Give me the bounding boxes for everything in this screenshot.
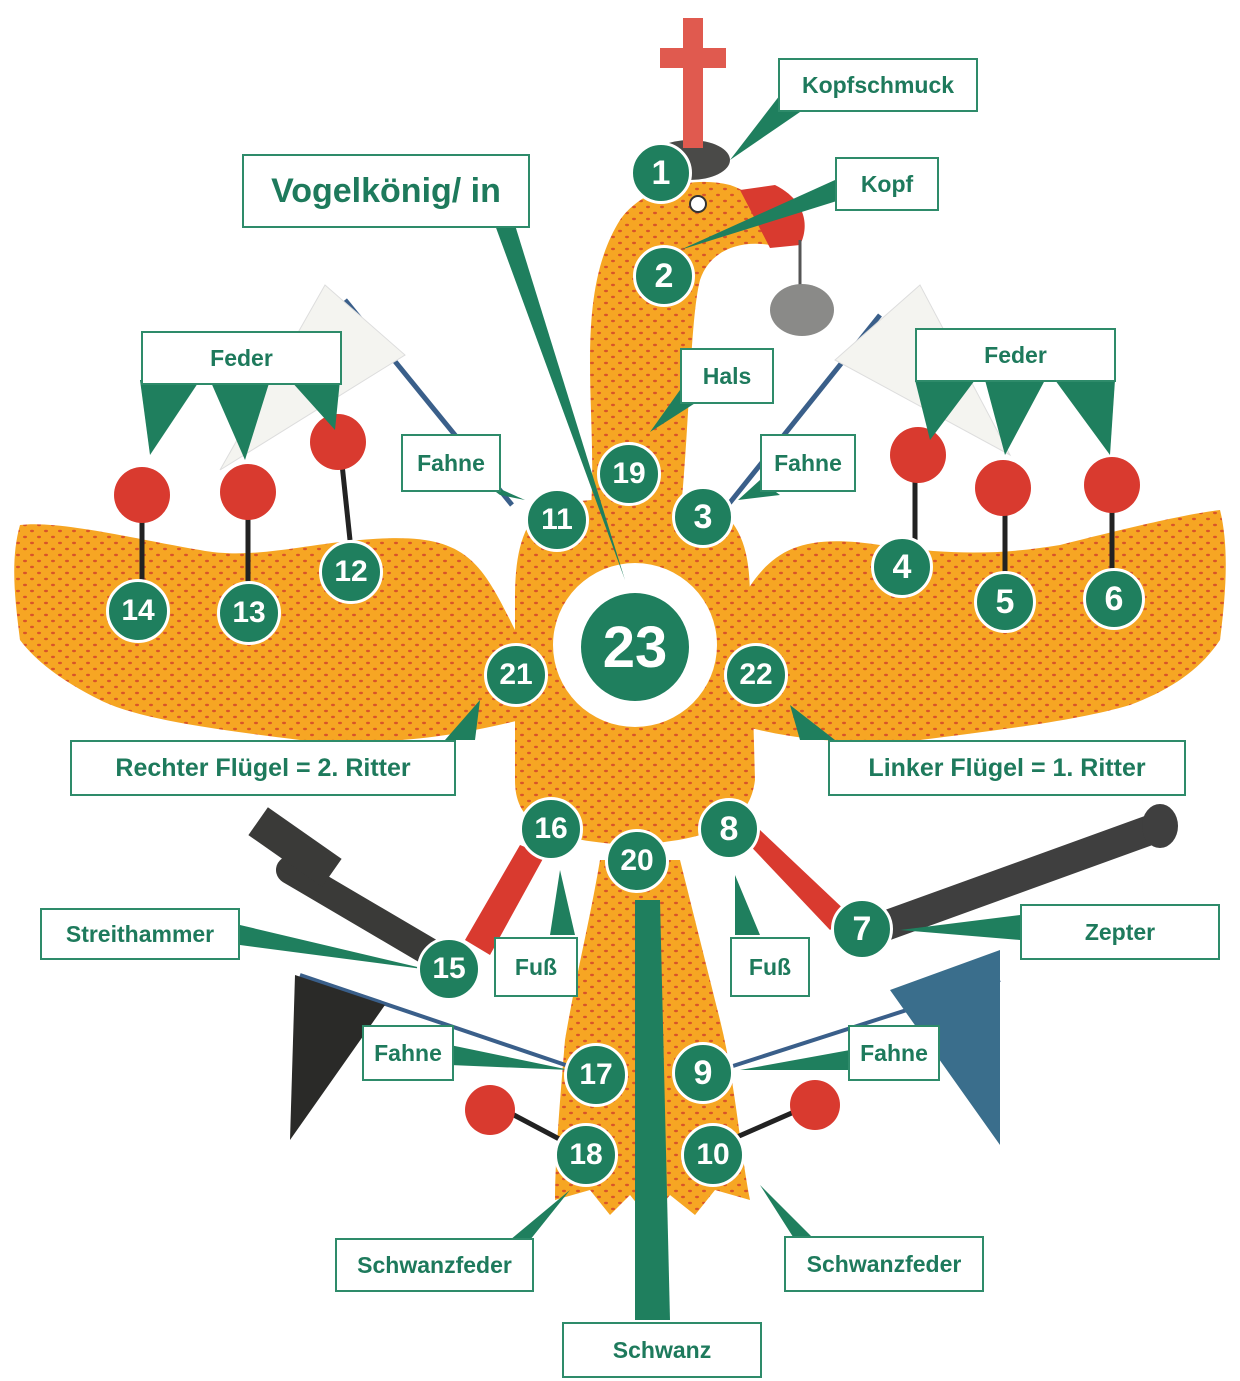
badge-17: 17 [564, 1043, 628, 1107]
fahne-label-upper-left: Fahne [760, 434, 856, 492]
badge-2: 2 [633, 245, 695, 307]
badge-5: 5 [974, 571, 1036, 633]
linker-fluegel-label: Linker Flügel = 1. Ritter [828, 740, 1186, 796]
badge-10: 10 [681, 1123, 745, 1187]
badge-4: 4 [871, 536, 933, 598]
schwanzfeder-label-right: Schwanzfeder [335, 1238, 534, 1292]
hals-label: Hals [680, 348, 774, 404]
zepter-label: Zepter [1020, 904, 1220, 960]
badge-21: 21 [484, 643, 548, 707]
kopfschmuck-label: Kopfschmuck [778, 58, 978, 112]
badge-8: 8 [698, 798, 760, 860]
fahne-label-lower-left: Fahne [848, 1025, 940, 1081]
pendant [770, 284, 834, 336]
badge-13: 13 [217, 581, 281, 645]
fahne-label-lower-right: Fahne [362, 1025, 454, 1081]
title-label: Vogelkönig/ in [242, 154, 530, 228]
fahne-label-upper-right: Fahne [401, 434, 501, 492]
badge-11: 11 [525, 488, 589, 552]
badge-22: 22 [724, 643, 788, 707]
left-wing-shape [720, 510, 1226, 742]
badge-16: 16 [519, 797, 583, 861]
schwanzfeder-label-left: Schwanzfeder [784, 1236, 984, 1292]
badge-14: 14 [106, 579, 170, 643]
badge-3: 3 [672, 486, 734, 548]
badge-20: 20 [605, 829, 669, 893]
badge-1: 1 [630, 142, 692, 204]
kopf-label: Kopf [835, 157, 939, 211]
schwanz-label: Schwanz [562, 1322, 762, 1378]
badge-19: 19 [597, 442, 661, 506]
fuss-label-left: Fuß [730, 937, 810, 997]
feder-label-right: Feder [141, 331, 342, 385]
badge-18: 18 [554, 1123, 618, 1187]
badge-23: 23 [577, 589, 693, 705]
badge-12: 12 [319, 540, 383, 604]
eye [690, 196, 706, 212]
badge-9: 9 [672, 1042, 734, 1104]
badge-7: 7 [831, 898, 893, 960]
feder-label-left: Feder [915, 328, 1116, 382]
streithammer-label: Streithammer [40, 908, 240, 960]
badge-6: 6 [1083, 568, 1145, 630]
fuss-label-right: Fuß [494, 937, 578, 997]
rechter-fluegel-label: Rechter Flügel = 2. Ritter [70, 740, 456, 796]
badge-15: 15 [417, 937, 481, 1001]
